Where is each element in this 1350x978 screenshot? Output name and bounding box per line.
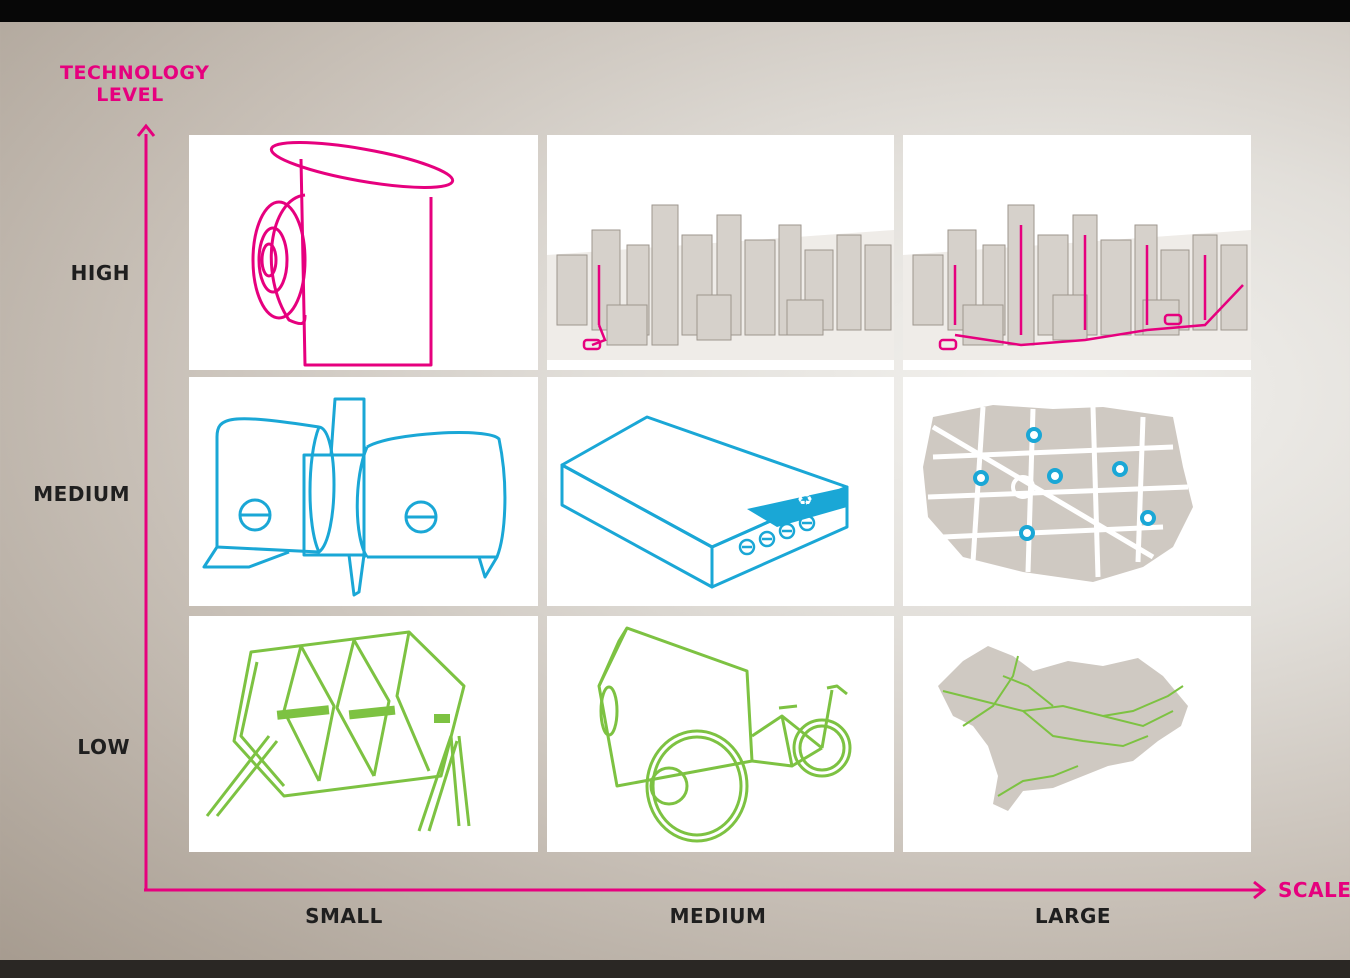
col-label-small: SMALL: [305, 904, 383, 928]
cell-low-small: [189, 616, 538, 852]
y-axis-arrow: [136, 123, 156, 137]
cell-high-small: [189, 135, 538, 370]
y-axis-title: TECHNOLOGY LEVEL: [60, 62, 210, 106]
top-frame-bar: [0, 0, 1350, 22]
bottom-frame-bar: [0, 960, 1350, 978]
x-axis-arrow: [1253, 880, 1267, 900]
row-label-low: LOW: [77, 735, 130, 759]
city-map-points-icon: [923, 405, 1193, 582]
x-axis-title: SCALE: [1278, 878, 1350, 902]
cell-medium-small: [189, 377, 538, 606]
cell-low-large: [903, 616, 1251, 852]
cell-medium-medium: ♻: [547, 377, 894, 606]
recycling-facility-icon: ♻: [560, 415, 849, 589]
city-model-medium-icon: [547, 204, 894, 360]
twin-drum-unit-icon: [202, 397, 507, 597]
row-label-high: HIGH: [70, 261, 130, 285]
cell-medium-large: [903, 377, 1251, 606]
cargo-bicycle-icon: [597, 626, 852, 843]
regional-map-icon: [938, 646, 1188, 811]
row-label-medium: MEDIUM: [33, 482, 130, 506]
col-label-medium: MEDIUM: [669, 904, 767, 928]
cell-high-large: [903, 135, 1251, 370]
compost-tumbler-icon: [205, 630, 471, 832]
cell-low-medium: [547, 616, 894, 852]
y-axis-title-line2: LEVEL: [96, 84, 164, 106]
high-tech-small-unit-icon: [251, 141, 455, 367]
city-model-network-icon: [903, 204, 1251, 360]
cell-high-medium: [547, 135, 894, 370]
recycle-icon: ♻: [797, 489, 813, 510]
col-label-large: LARGE: [1034, 904, 1112, 928]
y-axis-title-line1: TECHNOLOGY: [60, 62, 210, 84]
